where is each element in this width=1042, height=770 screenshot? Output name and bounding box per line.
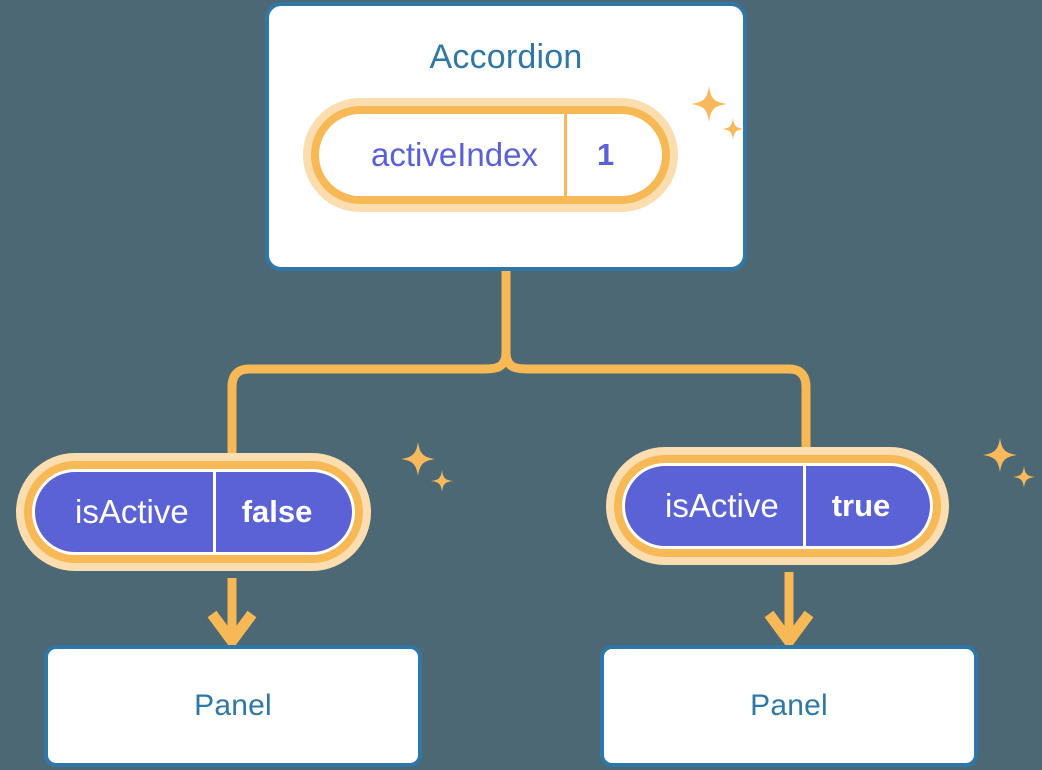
pill-glow-ring: activeIndex 1 xyxy=(303,98,679,212)
sparkle-icon-right xyxy=(983,438,1035,488)
panel-card-left[interactable]: Panel xyxy=(44,645,422,767)
pill-accent-ring: isActive true xyxy=(614,455,942,557)
panel-title: Panel xyxy=(194,689,272,722)
pill-body: isActive true xyxy=(622,463,934,549)
state-key-label: isActive xyxy=(625,466,806,546)
state-key-label: isActive xyxy=(35,472,216,552)
arrow-down-icon-right xyxy=(764,610,814,651)
panel-card-right[interactable]: Panel xyxy=(600,645,978,767)
pill-body: activeIndex 1 xyxy=(319,114,663,196)
state-value-label: false xyxy=(241,494,313,529)
state-pill-is-active-true[interactable]: isActive true xyxy=(606,447,950,565)
panel-title: Panel xyxy=(750,689,828,722)
state-value-label: true xyxy=(831,488,891,523)
pill-glow-ring: isActive false xyxy=(16,453,372,571)
state-value-label: 1 xyxy=(596,137,615,172)
connector-branch-right xyxy=(501,347,811,457)
state-pill-is-active-false[interactable]: isActive false xyxy=(16,453,372,571)
pill-accent-ring: isActive false xyxy=(24,461,364,563)
pill-body: isActive false xyxy=(32,469,356,555)
sparkle-icon-left xyxy=(401,442,453,492)
state-pill-active-index[interactable]: activeIndex 1 xyxy=(303,98,679,212)
connector-branch-left xyxy=(227,347,511,460)
arrow-down-icon-left xyxy=(207,610,257,651)
page-title: Accordion xyxy=(429,38,583,76)
pill-accent-ring: activeIndex 1 xyxy=(311,106,671,204)
pill-glow-ring: isActive true xyxy=(606,447,950,565)
state-key-label: activeIndex xyxy=(319,114,567,196)
